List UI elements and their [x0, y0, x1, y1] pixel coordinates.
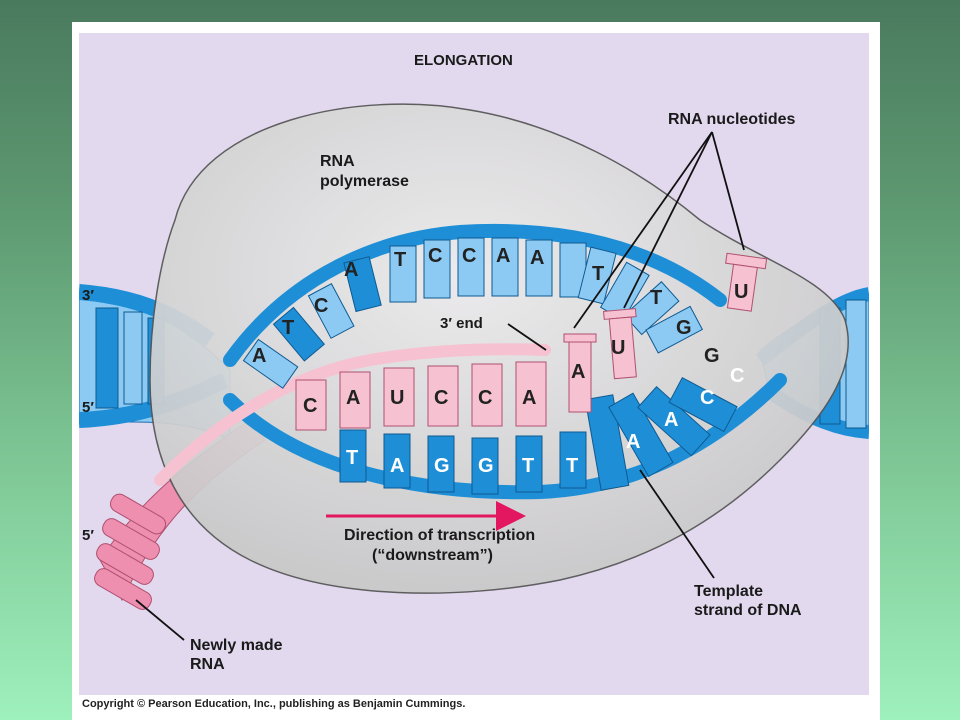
tpl-letter: G: [478, 455, 494, 477]
tpl-letter: T: [566, 455, 578, 477]
tpl-letter: A: [626, 431, 640, 453]
rna-base: [427, 365, 459, 427]
nt-base: [623, 281, 680, 336]
free-letter: U: [611, 337, 625, 359]
label-direction-line1: Direction of transcription: [344, 527, 535, 544]
tpl-base: [471, 437, 499, 495]
free-nucleotide: [725, 252, 768, 312]
nt-base: [242, 338, 299, 389]
rna-letter: A: [346, 387, 360, 409]
label-newly-made-line2: RNA: [190, 656, 225, 673]
tpl-letter: C: [700, 387, 714, 409]
label-template-line2: strand of DNA: [694, 602, 802, 619]
tpl-letter: G: [434, 455, 450, 477]
rna-base: [515, 361, 547, 427]
label-end-mid-left: 5′: [82, 399, 94, 416]
nt-letter: G: [704, 345, 720, 367]
label-end-bottom-left: 5′: [82, 527, 94, 544]
free-letter: U: [734, 281, 748, 303]
leader-lines: [135, 131, 745, 641]
rna-base: [471, 363, 503, 427]
rna-letter: U: [390, 387, 404, 409]
label-template-line1: Template: [694, 583, 763, 600]
rna-base: [383, 367, 415, 427]
tpl-base: [383, 433, 411, 489]
nt-letter: G: [676, 317, 692, 339]
nt-letter: A: [496, 245, 510, 267]
tpl-base: [559, 431, 587, 489]
free-nucleotide-letters: A U U: [571, 281, 748, 383]
tpl-base: [339, 429, 367, 483]
nt-base: [491, 237, 519, 297]
nt-letter: A: [344, 259, 358, 281]
template-letters: T A G G T T A A C C: [346, 365, 744, 477]
nt-base: [343, 256, 382, 313]
tpl-base: [427, 435, 455, 493]
tpl-letter: C: [730, 365, 744, 387]
tpl-base: [584, 394, 630, 491]
nt-base: [307, 282, 355, 339]
nt-base: [645, 305, 704, 354]
rna-letter: C: [434, 387, 448, 409]
tpl-letter: T: [522, 455, 534, 477]
label-newly-made-line1: Newly made: [190, 637, 283, 654]
rna-letter: C: [478, 387, 492, 409]
free-nucleotide: [563, 333, 597, 413]
nt-letter: T: [592, 263, 604, 285]
nt-letter: A: [530, 247, 544, 269]
free-letter: A: [571, 361, 585, 383]
nt-letter: T: [282, 317, 294, 339]
label-rna-nucleotides: RNA nucleotides: [668, 111, 796, 128]
nontemplate-bases: [242, 237, 704, 389]
copyright-notice: Copyright © Pearson Education, Inc., pub…: [82, 698, 466, 710]
template-bases: [339, 376, 738, 495]
nt-letter: A: [252, 345, 266, 367]
nt-letter: C: [314, 295, 328, 317]
nt-base: [423, 239, 451, 299]
tpl-letter: T: [346, 447, 358, 469]
nt-letter: T: [394, 249, 406, 271]
label-rna-polymerase-line1: RNA: [320, 153, 355, 170]
free-nucleotides: [563, 252, 768, 413]
nt-base: [272, 306, 325, 362]
free-nucleotide: [602, 308, 637, 380]
rna-letter: C: [303, 395, 317, 417]
label-direction-line2: (“downstream”): [372, 547, 493, 564]
rna-bases: [295, 361, 547, 431]
nt-letter: C: [428, 245, 442, 267]
tpl-base: [668, 376, 738, 433]
tpl-letter: A: [664, 409, 678, 431]
label-end-top-left: 3′: [82, 287, 94, 304]
nt-letter: C: [462, 245, 476, 267]
tpl-base: [608, 392, 674, 478]
nt-letter: T: [650, 287, 662, 309]
nt-base: [525, 239, 553, 297]
rna-base: [295, 379, 327, 431]
rna-letter: A: [522, 387, 536, 409]
tpl-letter: A: [390, 455, 404, 477]
label-three-prime-end: 3′ end: [440, 315, 483, 332]
nt-base: [389, 245, 417, 303]
nontemplate-letters: A T C A T C C A A T T G G: [252, 245, 720, 367]
nt-base: [457, 237, 485, 297]
rna-base: [339, 371, 371, 429]
tpl-base: [515, 435, 543, 493]
rna-letters: C A U C C A: [303, 387, 536, 417]
rna-strand-backbone: [154, 343, 551, 486]
tpl-base: [637, 385, 711, 457]
label-rna-polymerase-line2: polymerase: [320, 173, 409, 190]
diagram-title: ELONGATION: [414, 52, 513, 69]
